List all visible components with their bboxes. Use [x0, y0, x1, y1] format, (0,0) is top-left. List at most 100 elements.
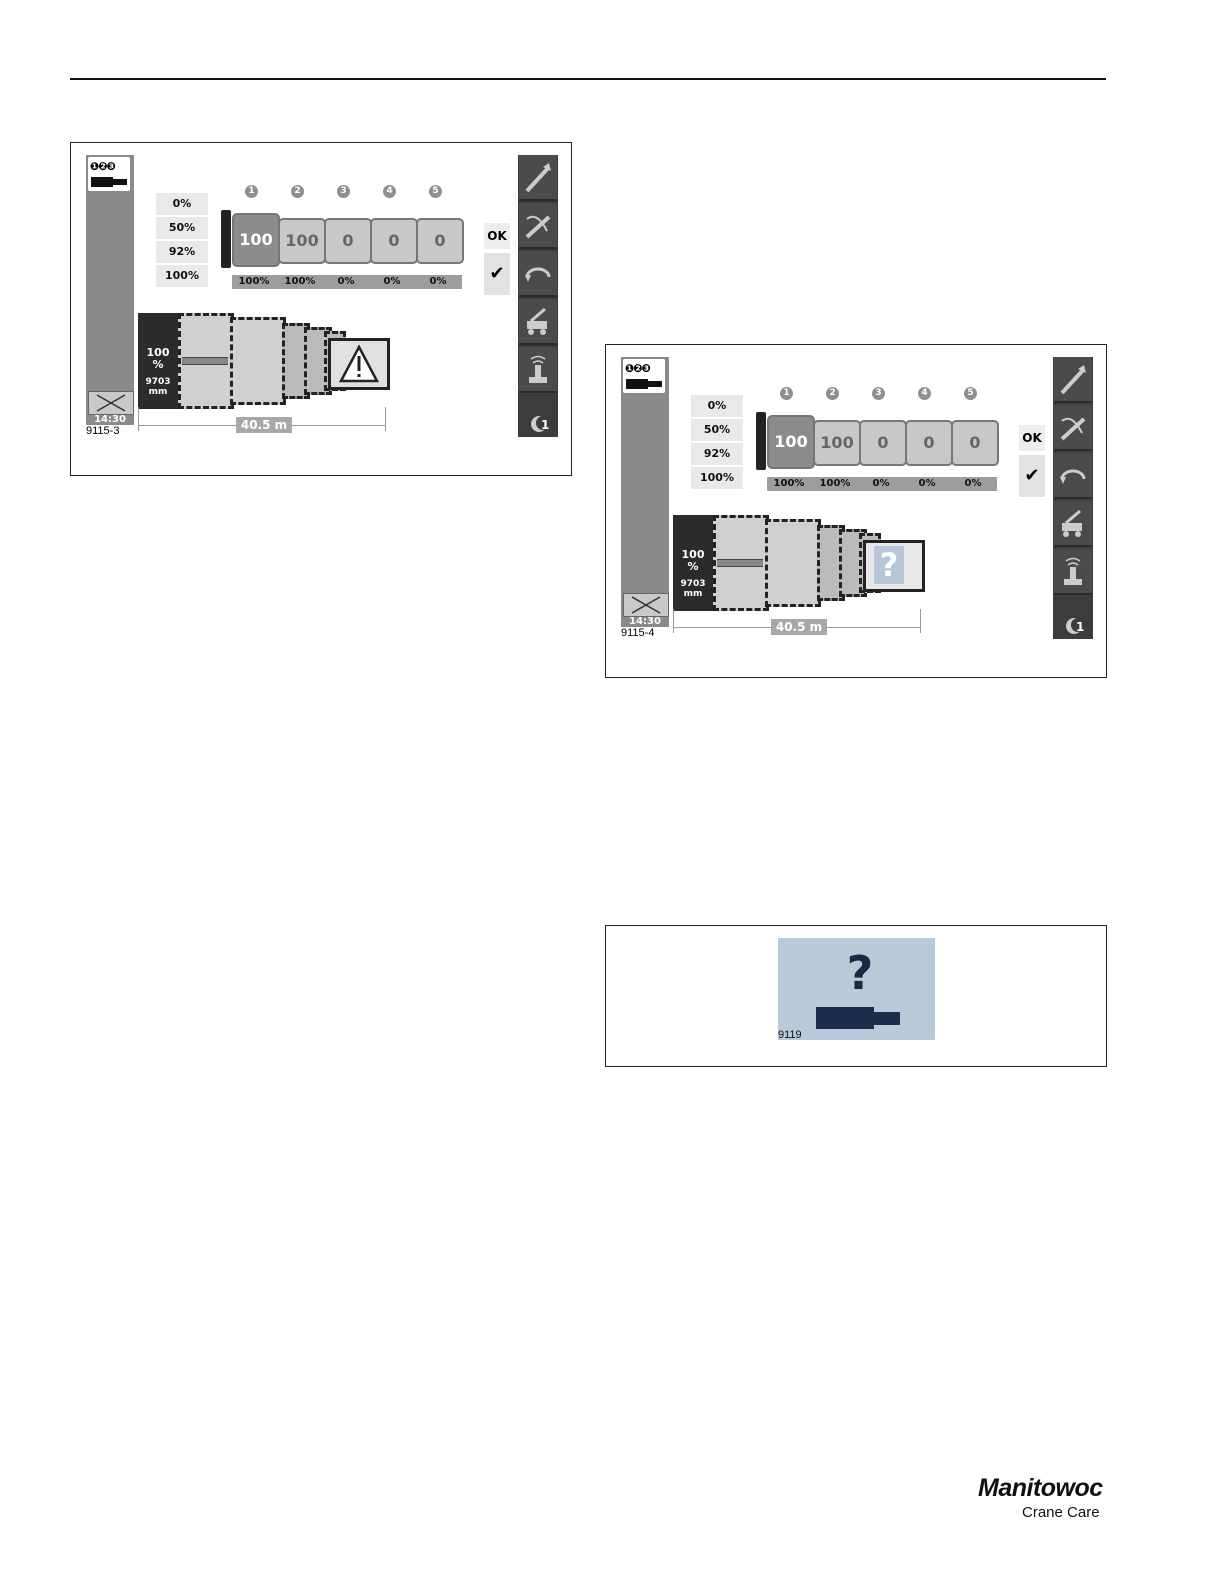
night-mode-indicator[interactable]: 1: [528, 415, 550, 433]
percent-option[interactable]: 100%: [156, 265, 208, 287]
boom-base-icon: [816, 1007, 874, 1029]
boom-status: 100 % 9703 mm: [138, 313, 178, 409]
mode-dots-icon: ❶❷❸: [90, 160, 115, 173]
joystick-button[interactable]: [519, 347, 557, 393]
night-mode-value: 1: [1076, 620, 1084, 634]
crane-mode-button[interactable]: [1054, 501, 1092, 547]
manitowoc-logo: Manitowoc Crane Care: [978, 1474, 1108, 1526]
warning-icon: [331, 341, 387, 387]
boom-status-indicator: ?: [863, 540, 925, 592]
joystick-icon: [1058, 555, 1088, 589]
joystick-icon: [523, 353, 553, 387]
rcl-display: ❶❷❸ 14:30 9115-3 0% 50% 92% 100% 1 2 3 4…: [86, 155, 558, 439]
header-rule: [70, 78, 1106, 80]
dimension-tick: [673, 609, 674, 633]
section-stopper: [756, 412, 766, 470]
section-percent: 100%: [813, 478, 857, 490]
boom-unknown-status-icon: ? 9119: [778, 938, 935, 1040]
section-number: 3: [872, 387, 885, 400]
dimension-tick: [385, 407, 386, 431]
crane-mode-button[interactable]: [519, 299, 557, 345]
telescope-boom-button[interactable]: [519, 155, 557, 201]
left-status-bar: ❶❷❸ 14:30 9115-3: [86, 155, 134, 437]
percent-options: 0% 50% 92% 100%: [691, 395, 743, 491]
section-percent: 0%: [370, 276, 414, 288]
percent-option[interactable]: 0%: [156, 193, 208, 215]
percent-option[interactable]: 92%: [156, 241, 208, 263]
telescope-boom-button[interactable]: [1054, 357, 1092, 403]
percent-option[interactable]: 0%: [691, 395, 743, 417]
moon-icon: 1: [1063, 617, 1085, 635]
slewing-button[interactable]: [519, 251, 557, 297]
section-percent: 0%: [905, 478, 949, 490]
section-percent: 100%: [767, 478, 811, 490]
telescope-section-3[interactable]: 0: [859, 420, 907, 466]
telescope-section-2[interactable]: 100: [278, 218, 326, 264]
boom-percent-unit: %: [138, 359, 178, 371]
logo-subtitle: Crane Care: [1022, 1504, 1100, 1521]
boom-length-unit: mm: [673, 589, 713, 599]
dimension-tick: [920, 609, 921, 633]
boom-total-length: 40.5 m: [236, 417, 292, 433]
telescope-section-1[interactable]: 100: [767, 415, 815, 469]
boom-total-length: 40.5 m: [771, 619, 827, 635]
boom-mode-badge[interactable]: ❶❷❸: [88, 157, 130, 191]
boom-extend-icon: [523, 161, 553, 195]
confirm-button[interactable]: ✔: [1019, 455, 1045, 497]
figure-id: 9115-3: [86, 425, 146, 437]
figure-id: 9119: [778, 1029, 802, 1041]
boom-luffing-icon: [1058, 411, 1088, 445]
telescope-section-1[interactable]: 100: [232, 213, 280, 267]
telescope-section-5[interactable]: 0: [416, 218, 464, 264]
section-percent: 0%: [859, 478, 903, 490]
section-number: 5: [429, 185, 442, 198]
percent-option[interactable]: 92%: [691, 443, 743, 465]
cancel-button[interactable]: [88, 391, 134, 415]
luffing-button[interactable]: [1054, 405, 1092, 451]
boom-segment: [765, 519, 821, 607]
rcl-display: ❶❷❸ 14:30 9115-4 0% 50% 92% 100% 1 2 3 4…: [621, 357, 1093, 641]
boom-diagram: 100 % 9703 mm: [138, 313, 388, 409]
percent-option[interactable]: 50%: [691, 419, 743, 441]
section-number: 3: [337, 185, 350, 198]
percent-option[interactable]: 50%: [156, 217, 208, 239]
crane-truck-icon: [1058, 507, 1088, 541]
boom-status: 100 % 9703 mm: [673, 515, 713, 611]
boom-mode-badge[interactable]: ❶❷❸: [623, 359, 665, 393]
telescope-section-5[interactable]: 0: [951, 420, 999, 466]
ok-button[interactable]: OK: [1019, 425, 1045, 451]
mode-dots-icon: ❶❷❸: [625, 362, 650, 375]
night-mode-indicator[interactable]: 1: [1063, 617, 1085, 635]
boom-length-value: 9703: [673, 579, 713, 589]
luffing-button[interactable]: [519, 203, 557, 249]
section-percent: 100%: [278, 276, 322, 288]
close-icon: [89, 392, 133, 414]
percent-options: 0% 50% 92% 100%: [156, 193, 208, 289]
joystick-button[interactable]: [1054, 549, 1092, 595]
section-number: 2: [826, 387, 839, 400]
ok-button[interactable]: OK: [484, 223, 510, 249]
slew-rotate-icon: [1058, 459, 1088, 493]
telescope-section-3[interactable]: 0: [324, 218, 372, 264]
boom-mini-icon: [626, 379, 662, 389]
slewing-button[interactable]: [1054, 453, 1092, 499]
telescope-section-2[interactable]: 100: [813, 420, 861, 466]
figure-9115-4: ❶❷❸ 14:30 9115-4 0% 50% 92% 100% 1 2 3 4…: [605, 344, 1107, 678]
question-icon: ?: [874, 546, 904, 584]
boom-rod: [182, 357, 228, 365]
boom-status-indicator: [328, 338, 390, 390]
section-number: 1: [780, 387, 793, 400]
section-percent: 0%: [416, 276, 460, 288]
crane-truck-icon: [523, 305, 553, 339]
figure-9119: ? 9119: [605, 925, 1107, 1067]
section-percent: 0%: [951, 478, 995, 490]
dimension-tick: [138, 407, 139, 431]
percent-option[interactable]: 100%: [691, 467, 743, 489]
confirm-button[interactable]: ✔: [484, 253, 510, 295]
telescope-section-4[interactable]: 0: [905, 420, 953, 466]
telescope-section-4[interactable]: 0: [370, 218, 418, 264]
cancel-button[interactable]: [623, 593, 669, 617]
section-number: 4: [918, 387, 931, 400]
boom-mini-icon: [91, 177, 127, 187]
clock: 14:30: [86, 414, 134, 425]
